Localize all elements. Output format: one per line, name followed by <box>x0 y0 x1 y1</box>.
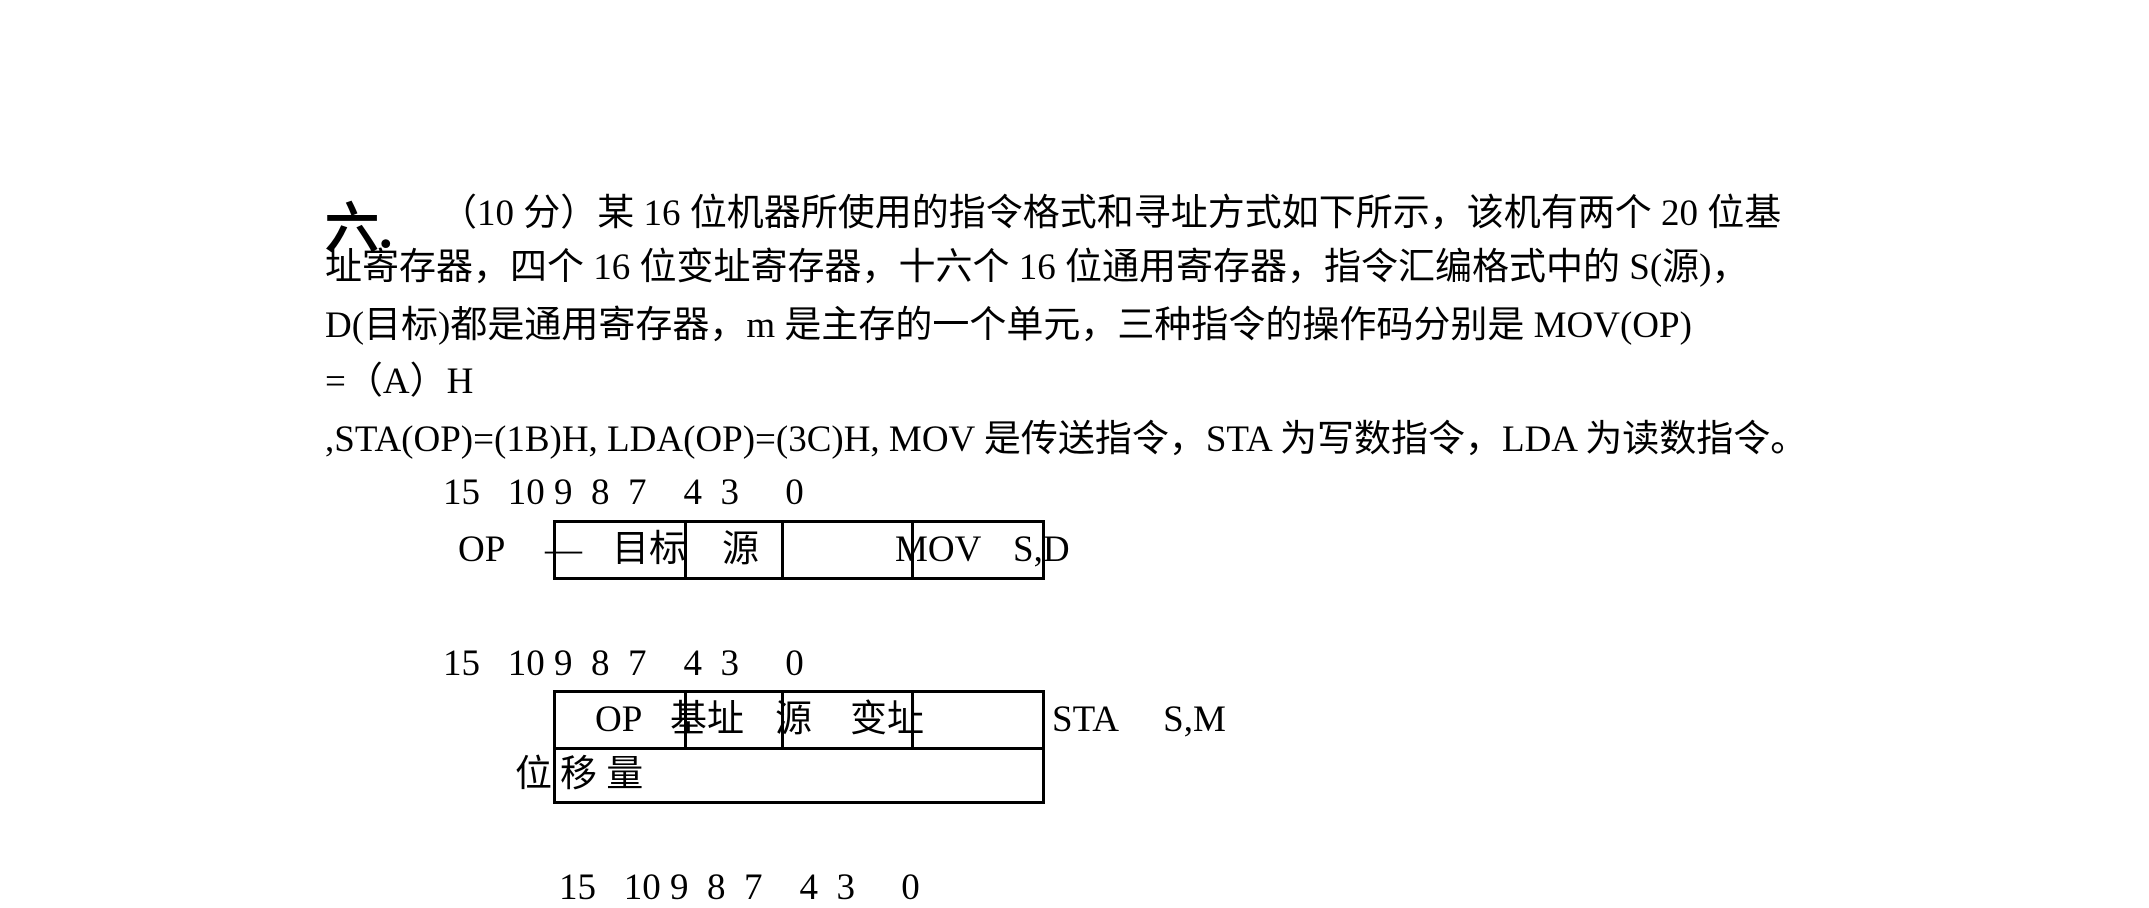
format2-box-row2 <box>553 747 1045 804</box>
question-number: 六. <box>325 199 393 259</box>
question-line-2: 址寄存器，四个 16 位变址寄存器，十六个 16 位通用寄存器，指令汇编格式中的… <box>325 247 1749 288</box>
format2-base-field: 基址 <box>670 699 744 740</box>
question-line-5: ,STA(OP)=(1B)H, LDA(OP)=(3C)H, MOV 是传送指令… <box>325 419 1808 460</box>
format2-source-field: 源 <box>775 699 812 740</box>
format1-mov-mnemonic: MOV <box>895 529 982 570</box>
question-line-3: D(目标)都是通用寄存器，m 是主存的一个单元，三种指令的操作码分别是 MOV(… <box>325 305 1692 346</box>
format2-divider-1 <box>684 690 687 750</box>
format2-displacement-field: 移 量 <box>560 754 644 795</box>
format2-divider-2 <box>781 690 784 750</box>
format2-divider-3 <box>911 690 914 750</box>
format2-bit-positions: 15 10 9 8 7 4 3 0 <box>443 643 804 684</box>
format1-sd-operands: S,D <box>1013 529 1070 570</box>
format2-sta-instruction: STA S,M <box>1052 699 1226 740</box>
format1-target-field: 目标 <box>612 529 686 570</box>
format1-box <box>553 520 1045 580</box>
question-line-4: =（A）H <box>325 361 474 402</box>
format1-divider-2 <box>781 520 784 580</box>
format1-op-label: OP <box>458 529 506 570</box>
format3-bit-positions: 15 10 9 8 7 4 3 0 <box>559 867 920 908</box>
format2-op-field: OP <box>595 699 643 740</box>
question-line-1: （10 分）某 16 位机器所使用的指令格式和寻址方式如下所示，该机有两个 20… <box>440 193 1782 234</box>
format1-bit-positions: 15 10 9 8 7 4 3 0 <box>443 472 804 513</box>
format1-source-field: 源 <box>722 529 759 570</box>
format2-disp-left: 位 <box>515 754 552 795</box>
format1-divider-3 <box>911 520 914 580</box>
format2-index-field: 变址 <box>850 699 924 740</box>
format1-divider-1 <box>684 520 687 580</box>
format1-dash: — <box>545 529 582 570</box>
